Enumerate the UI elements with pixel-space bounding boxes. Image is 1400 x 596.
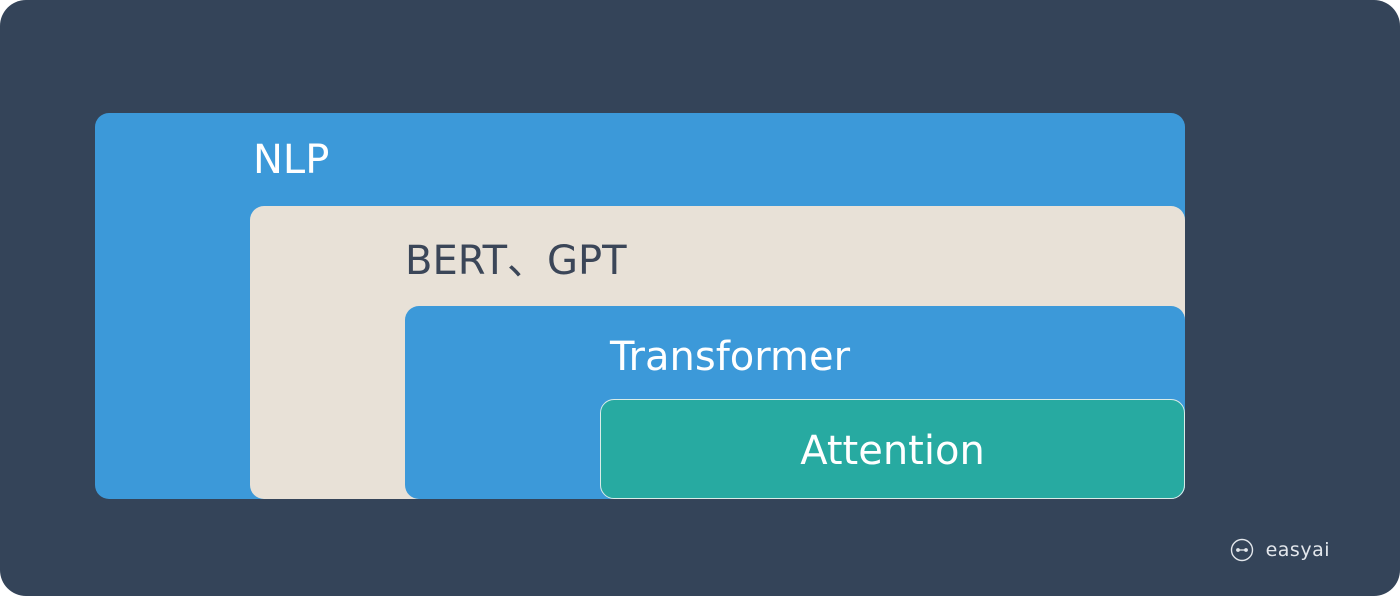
easyai-logo-icon: [1230, 538, 1253, 562]
brand-logo: easyai: [1230, 538, 1330, 562]
attention-box: Attention: [600, 399, 1185, 499]
nlp-label: NLP: [253, 137, 330, 183]
brand-name: easyai: [1265, 539, 1330, 561]
transformer-label: Transformer: [610, 334, 851, 380]
bert-gpt-label: BERT、GPT: [405, 238, 627, 284]
attention-label: Attention: [800, 428, 985, 474]
